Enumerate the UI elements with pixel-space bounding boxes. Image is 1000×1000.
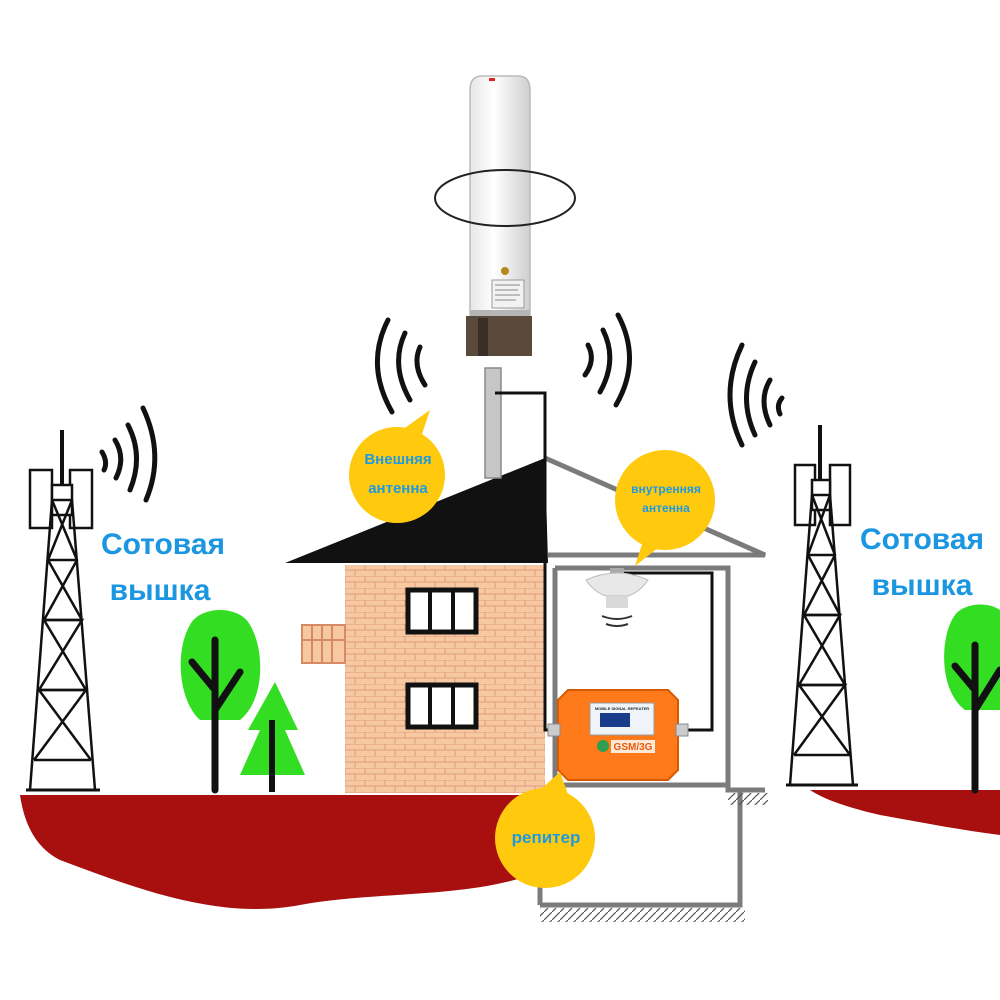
- antenna-mast: [484, 367, 502, 479]
- house: [285, 455, 768, 922]
- tower-right-label-line2: вышка: [872, 569, 973, 602]
- foundation-hatch: [540, 908, 745, 922]
- window-lower: [405, 682, 479, 730]
- tower-left-label-line2: вышка: [110, 574, 211, 607]
- outdoor-antenna: [434, 75, 576, 356]
- tower-left-label-line1: Сотовая: [101, 528, 225, 561]
- callout-outdoor-antenna: Внешняя антенна: [349, 410, 445, 523]
- signal-waves-right-tower: [727, 342, 785, 448]
- balcony: [301, 624, 346, 664]
- signal-waves-left-tower: [99, 405, 158, 503]
- cell-tower-right: [786, 425, 858, 787]
- tree-right: [944, 604, 1000, 794]
- outdoor-antenna-label-line2: антенна: [368, 480, 428, 497]
- window-upper: [405, 587, 479, 635]
- rotation-arrow-icon: [434, 169, 576, 227]
- tree-left: [180, 610, 261, 794]
- repeater-label: репитер: [512, 828, 581, 847]
- repeater-panel-title: MOBILE SIGNAL REPEATER: [595, 706, 649, 711]
- repeater-device: MOBILE SIGNAL REPEATER GSM/3G: [547, 689, 689, 781]
- ground-left: [20, 795, 545, 909]
- outdoor-antenna-label-line1: Внешняя: [364, 451, 431, 468]
- repeater-band-label: GSM/3G: [614, 742, 653, 753]
- callout-repeater: репитер: [495, 772, 595, 888]
- indoor-antenna-label-line2: антенна: [642, 501, 690, 515]
- cell-tower-left: [26, 430, 100, 792]
- callout-indoor-antenna: внутренняя антенна: [615, 450, 715, 566]
- ground-right: [810, 790, 1000, 835]
- fir-tree: [240, 682, 305, 792]
- indoor-antenna-label-line1: внутренняя: [631, 482, 701, 496]
- signal-waves-outdoor-antenna: [374, 312, 632, 415]
- tower-right-label-line1: Сотовая: [860, 523, 984, 556]
- indoor-antenna: [585, 568, 649, 627]
